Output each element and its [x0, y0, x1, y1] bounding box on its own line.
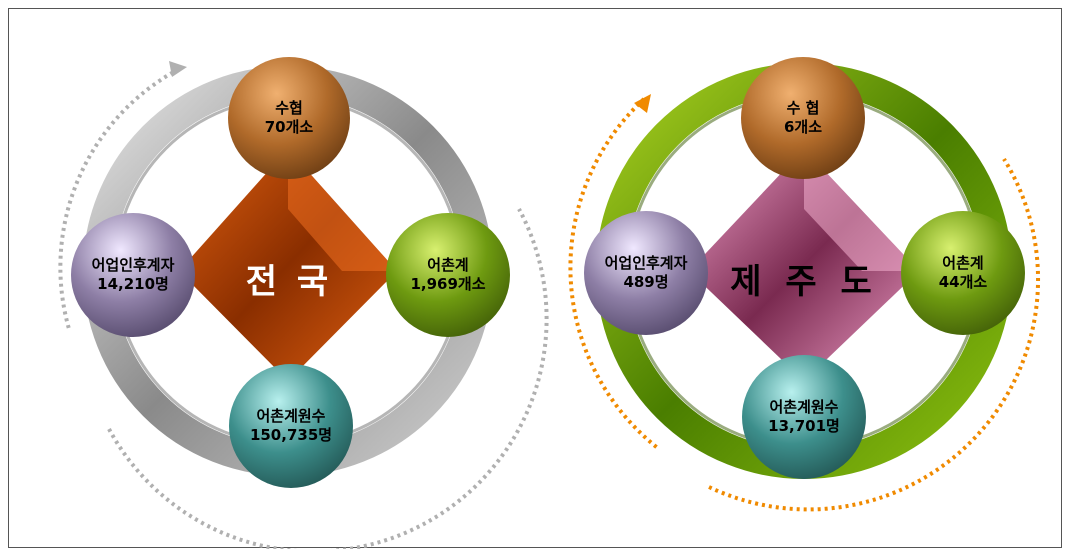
national-node-top-line1: 수협	[275, 99, 303, 117]
jeju-diamond	[689, 149, 919, 381]
national-node-bottom: 어촌계원수 150,735명	[229, 364, 353, 488]
jeju-node-top: 수 협 6개소	[741, 57, 865, 179]
national-diamond	[179, 149, 397, 381]
national-circular-arrow-left	[58, 67, 180, 330]
national-node-bottom-line1: 어촌계원수	[256, 407, 326, 425]
national-node-top-line2: 70개소	[264, 118, 314, 136]
jeju-arrowhead	[634, 94, 651, 113]
national-center-label: 전 국	[245, 262, 333, 302]
jeju-node-bottom-line2: 13,701명	[768, 417, 840, 435]
jeju-node-left-line1: 어업인후계자	[604, 254, 688, 272]
jeju-node-right-line1: 어촌계	[942, 254, 984, 272]
jeju-center-label: 제 주 도	[730, 262, 878, 302]
national-node-right-line1: 어촌계	[427, 256, 469, 274]
national-node-left-line1: 어업인후계자	[91, 256, 175, 274]
jeju-node-top-line1: 수 협	[786, 99, 820, 117]
national-node-bottom-line2: 150,735명	[249, 426, 333, 444]
jeju-node-left: 어업인후계자 489명	[584, 211, 708, 335]
national-arrowhead	[169, 61, 187, 77]
jeju-node-bottom-line1: 어촌계원수	[769, 398, 839, 416]
jeju-circular-arrow-left	[568, 97, 661, 451]
national-node-right: 어촌계 1,969개소	[386, 213, 510, 337]
jeju-node-left-line2: 489명	[623, 273, 669, 291]
jeju-node-right: 어촌계 44개소	[901, 211, 1025, 335]
national-node-right-line2: 1,969개소	[410, 275, 486, 293]
national-node-left: 어업인후계자 14,210명	[71, 213, 195, 337]
figure-frame: 전 국 수협 70개소 어촌계 1,969개소 어촌계원수 150,735명 어…	[8, 8, 1062, 549]
national-diamond-highlight	[288, 149, 397, 271]
national-circular-arrow-bottom	[107, 208, 549, 549]
jeju-node-top-line2: 6개소	[783, 118, 823, 136]
jeju-node-right-line2: 44개소	[938, 273, 988, 291]
national-node-top: 수협 70개소	[228, 57, 350, 179]
national-node-left-line2: 14,210명	[97, 275, 169, 293]
jeju-circular-arrow-bottom	[708, 157, 1041, 512]
jeju-node-bottom: 어촌계원수 13,701명	[742, 355, 866, 479]
jeju-diamond-highlight	[804, 149, 919, 271]
